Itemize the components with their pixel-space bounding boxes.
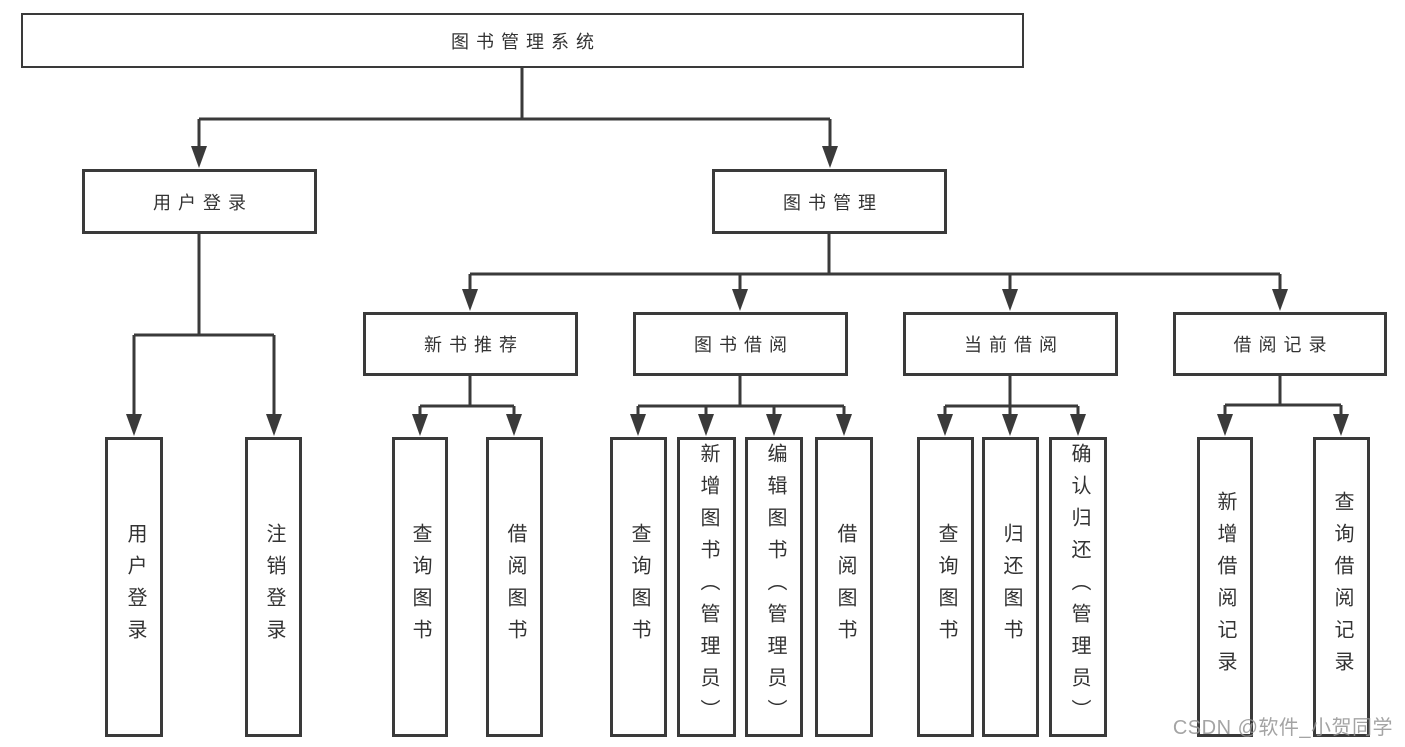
- leaf-query-books-current: 查询图书: [917, 437, 974, 737]
- leaf-query-borrow-record: 查询借阅记录: [1313, 437, 1370, 737]
- node-book-management: 图书管理: [712, 169, 947, 234]
- leaf-return-books: 归还图书: [982, 437, 1039, 737]
- leaf-add-books-admin: 新增图书（管理员）: [677, 437, 736, 737]
- node-borrow-records: 借阅记录: [1173, 312, 1387, 376]
- leaf-query-books-recommend: 查询图书: [392, 437, 448, 737]
- leaf-query-books-borrow: 查询图书: [610, 437, 667, 737]
- leaf-add-borrow-record: 新增借阅记录: [1197, 437, 1253, 737]
- leaf-logout: 注销登录: [245, 437, 302, 737]
- node-book-borrow: 图书借阅: [633, 312, 848, 376]
- node-user-login: 用户登录: [82, 169, 317, 234]
- leaf-edit-books-admin: 编辑图书（管理员）: [745, 437, 803, 737]
- leaf-user-login: 用户登录: [105, 437, 163, 737]
- node-new-book-recommend: 新书推荐: [363, 312, 578, 376]
- leaf-borrow-books: 借阅图书: [815, 437, 873, 737]
- csdn-watermark: CSDN @软件_小贺同学: [1172, 717, 1393, 739]
- leaf-borrow-books-recommend: 借阅图书: [486, 437, 543, 737]
- leaf-confirm-return-admin: 确认归还（管理员）: [1049, 437, 1107, 737]
- node-library-management-system: 图书管理系统: [21, 13, 1024, 68]
- node-current-borrow: 当前借阅: [903, 312, 1118, 376]
